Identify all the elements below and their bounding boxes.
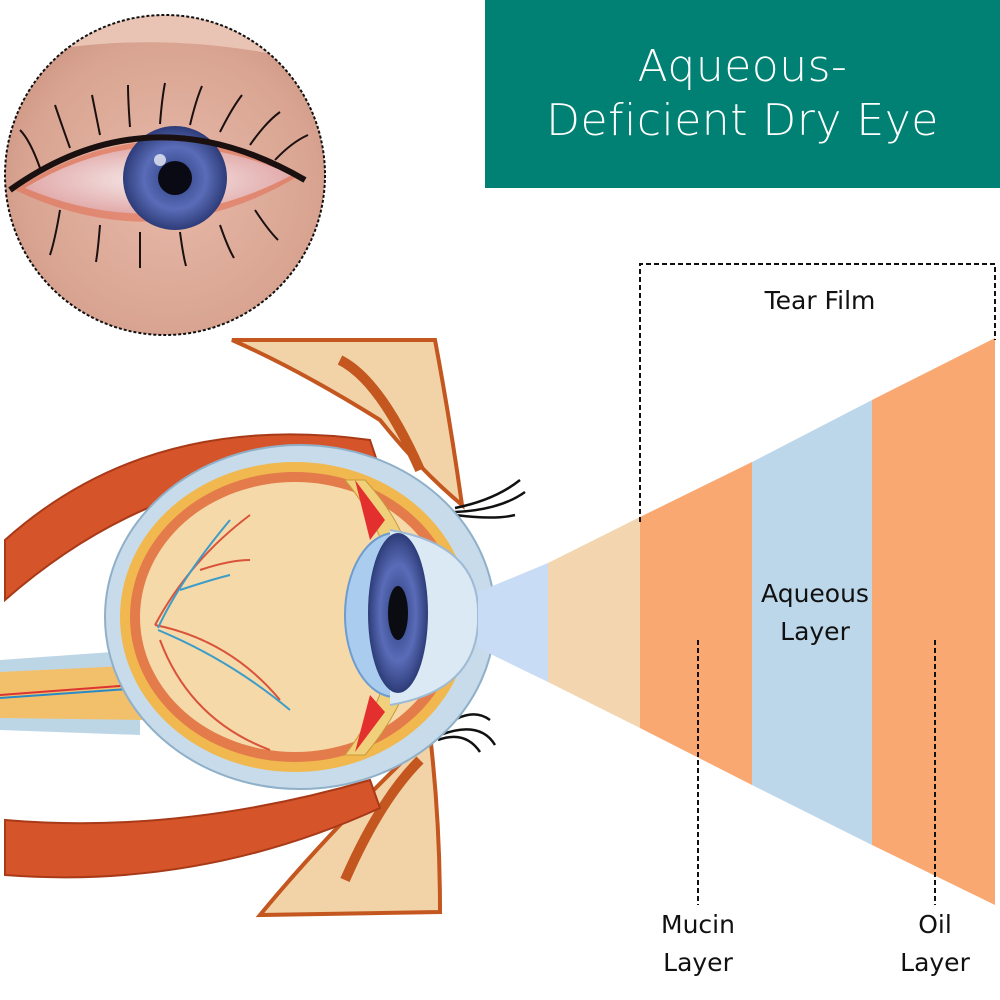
retinal-vessels	[154, 514, 291, 751]
oil-label-line-1: Oil	[918, 910, 952, 939]
tear-film-label: Tear Film	[740, 282, 900, 320]
aqueous-layer-label: Aqueous Layer	[740, 575, 890, 651]
title-banner: Aqueous- Deficient Dry Eye	[485, 0, 1000, 188]
oil-layer-label: Oil Layer	[880, 906, 990, 982]
eye-photo	[4, 14, 326, 336]
tear-film-text: Tear Film	[764, 286, 876, 315]
oil-layer-band	[872, 338, 995, 905]
pupil-illustration	[388, 586, 408, 640]
mucin-label-line-1: Mucin	[661, 910, 735, 939]
aqueous-label-line-2: Layer	[780, 617, 850, 646]
tear-film-cone	[478, 338, 995, 905]
upper-eyelid	[231, 338, 465, 510]
lower-muscle	[4, 778, 382, 879]
aqueous-layer-band	[752, 400, 872, 845]
oil-label-line-2: Layer	[900, 948, 970, 977]
eye-anatomy-illustration	[0, 338, 526, 918]
peach-band	[548, 517, 640, 728]
pupil	[158, 161, 192, 195]
title-line-2: Deficient Dry Eye	[546, 95, 939, 146]
light-blue-band	[478, 563, 548, 682]
tear-film-bracket	[639, 263, 996, 522]
title-line-1: Aqueous-	[637, 41, 848, 92]
mucin-label-line-2: Layer	[663, 948, 733, 977]
mucin-layer-band	[640, 462, 752, 785]
mucin-layer-label: Mucin Layer	[640, 906, 756, 982]
photo-dashed-border	[4, 14, 326, 336]
aqueous-label-line-1: Aqueous	[761, 579, 869, 608]
